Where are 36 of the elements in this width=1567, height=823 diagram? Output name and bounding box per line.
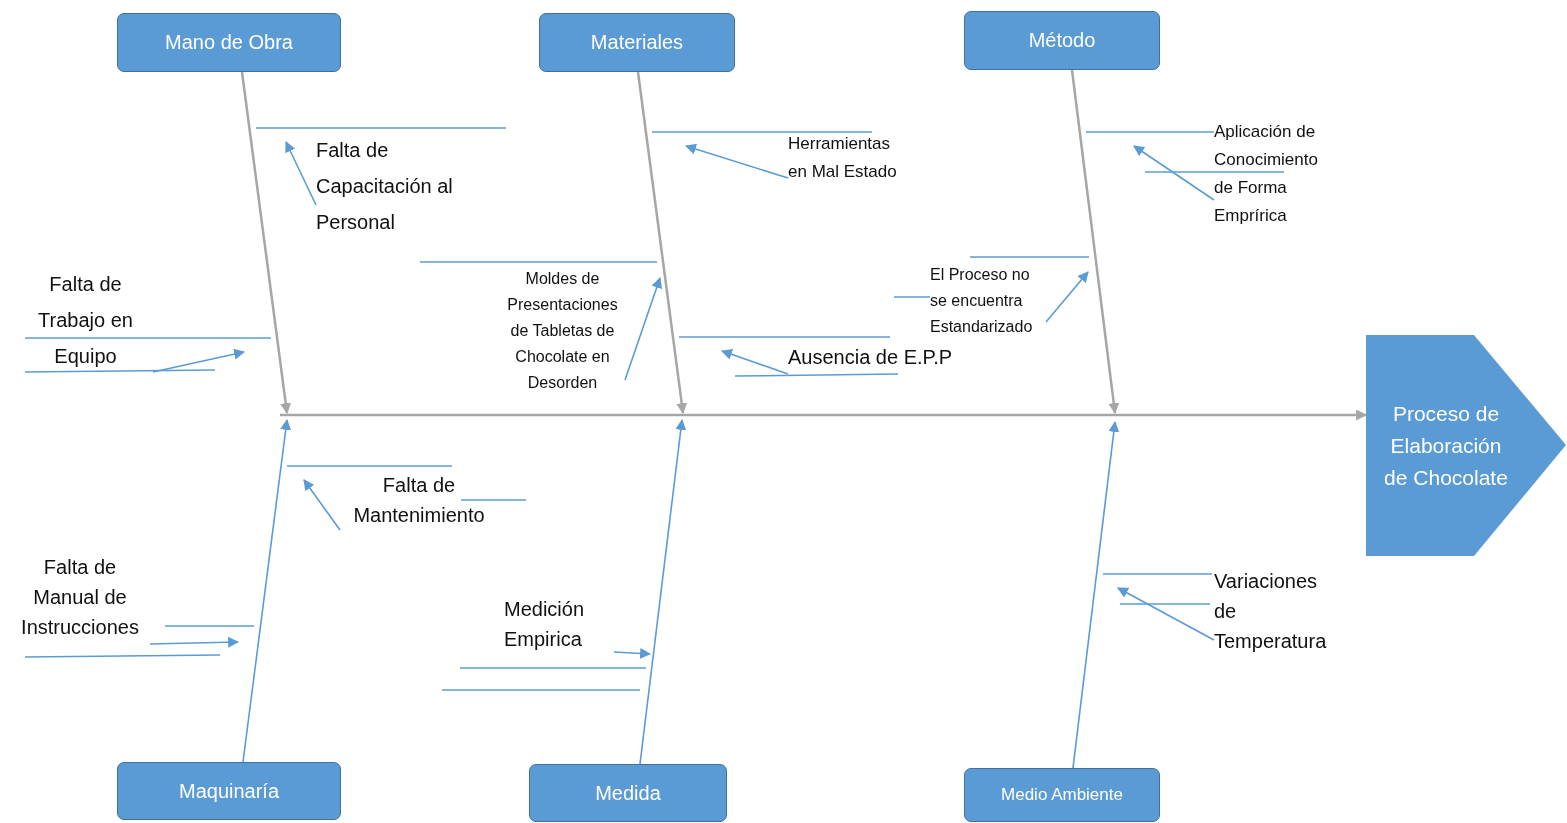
cause-arrow bbox=[1045, 271, 1089, 323]
cause-arrow bbox=[613, 647, 652, 659]
cause-arrow bbox=[152, 348, 246, 373]
cause-arrow bbox=[720, 349, 789, 375]
cause-label: Ausencia de E.P.P bbox=[788, 340, 988, 374]
category-box: Medida bbox=[529, 764, 727, 822]
category-box: Maquinaría bbox=[117, 762, 341, 820]
bone-arrow bbox=[1070, 69, 1120, 415]
bone-arrow bbox=[639, 418, 687, 765]
category-box: Mano de Obra bbox=[117, 13, 341, 72]
category-box: Medio Ambiente bbox=[964, 768, 1160, 822]
category-box: Método bbox=[964, 11, 1160, 70]
effect-box: Proceso de Elaboración de Chocolate bbox=[1366, 335, 1566, 556]
cause-arrow bbox=[285, 141, 317, 206]
cause-arrow bbox=[624, 276, 662, 381]
cause-arrow bbox=[684, 143, 789, 179]
cause-arrow bbox=[303, 479, 341, 531]
cause-arrow bbox=[1117, 587, 1215, 641]
cause-label: Variaciones de Temperatura bbox=[1214, 566, 1344, 658]
bone-arrow bbox=[636, 71, 688, 415]
cause-label: Falta de Manual de Instrucciones bbox=[10, 552, 150, 644]
cause-label: Aplicación de Conocimiento de Forma Emprírica bbox=[1214, 118, 1338, 230]
bone-arrow bbox=[1072, 420, 1120, 769]
cause-arrow bbox=[149, 636, 240, 648]
spine-arrow bbox=[280, 409, 1368, 421]
cause-label: Falta de Mantenimiento bbox=[340, 470, 498, 532]
bone-arrow bbox=[240, 71, 292, 415]
bone-arrow bbox=[242, 418, 292, 763]
cause-arrow bbox=[1133, 145, 1215, 201]
cause-label: Falta de Trabajo en Equipo bbox=[18, 266, 153, 374]
cause-label: Herramientas en Mal Estado bbox=[788, 130, 912, 186]
cause-label: El Proceso no se encuentra Estandarizado bbox=[930, 262, 1046, 340]
cause-label: Falta de Capacitación al Personal bbox=[316, 132, 502, 240]
cause-label: Medición Empirica bbox=[504, 594, 614, 656]
category-box: Materiales bbox=[539, 13, 735, 72]
cause-label: Moldes de Presentaciones de Tabletas de Chocolate en Desorden bbox=[500, 266, 625, 396]
